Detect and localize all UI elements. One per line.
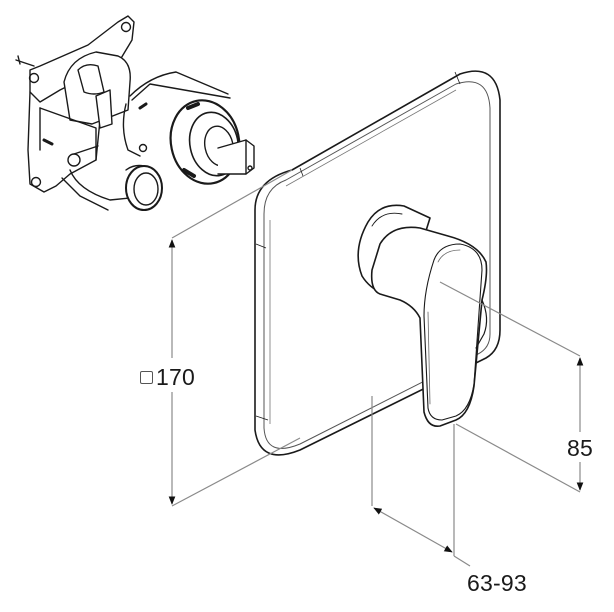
plate-size-dimension: 170 [140, 366, 195, 389]
handle-height-dimension: 85 [567, 435, 593, 462]
dimension-lines [168, 169, 584, 567]
valve-body-icon [15, 15, 255, 211]
plate-size-value: 170 [156, 364, 195, 390]
square-symbol-icon [140, 371, 153, 384]
lever-handle-icon [357, 204, 488, 428]
projection-range-dimension: 63-93 [467, 570, 527, 596]
